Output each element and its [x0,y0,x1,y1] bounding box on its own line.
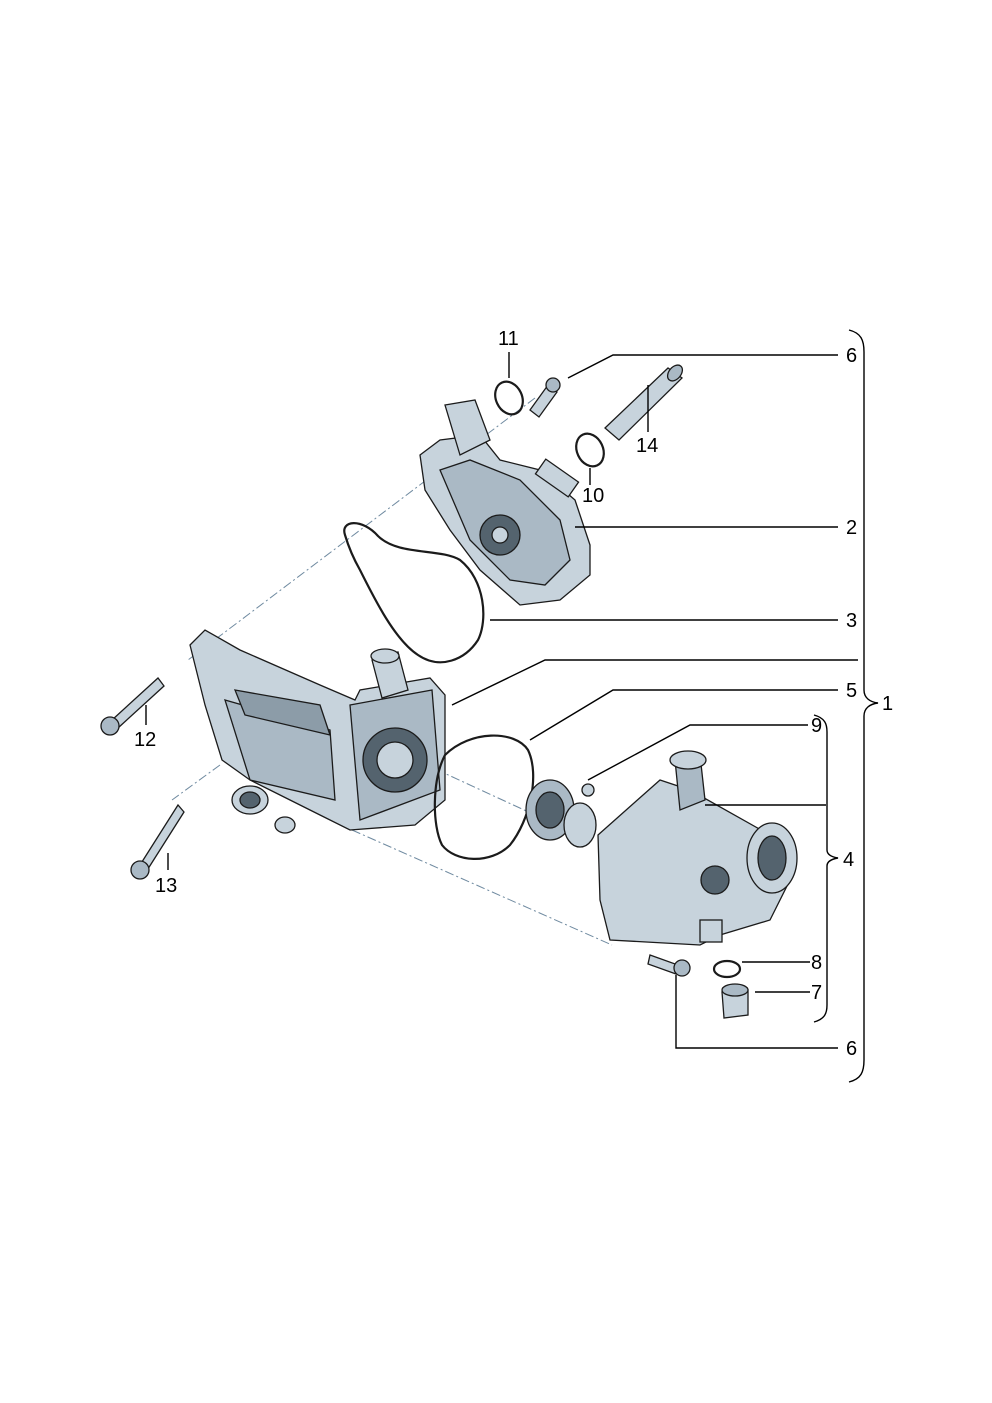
bolt-6-top [529,377,561,418]
label-12: 12 [134,729,156,751]
leader-lines [145,352,858,1049]
o-ring-10 [575,432,605,468]
label-5: 5 [846,680,857,702]
plug-7 [721,983,749,1019]
thermostat-gasket [433,734,535,860]
coolant-housing [189,629,446,834]
water-pump [419,399,591,606]
label-6-top: 6 [846,345,857,367]
bracket-group-1 [848,329,879,1083]
label-14: 14 [636,435,658,457]
label-6-bottom: 6 [846,1038,857,1060]
label-4: 4 [843,849,854,871]
pump-gasket [343,522,485,664]
callout-labels: 11 6 14 10 2 3 5 1 9 4 8 7 6 12 13 [134,328,893,1060]
o-ring-11 [494,380,524,416]
o-ring-8 [712,959,742,979]
label-9: 9 [811,715,822,737]
thermostat-housing [597,750,798,946]
bolt-13 [130,803,185,880]
bolt-6-bottom [647,954,691,977]
label-13: 13 [155,875,177,897]
thermostat [525,779,597,848]
label-1: 1 [882,693,893,715]
label-11: 11 [498,328,519,350]
label-8: 8 [811,952,822,974]
label-3: 3 [846,610,857,632]
bolt-12 [100,677,165,736]
pipe [604,364,684,441]
label-2: 2 [846,517,857,539]
label-10: 10 [582,485,604,507]
label-7: 7 [811,982,822,1004]
bracket-group-4 [813,714,839,1023]
